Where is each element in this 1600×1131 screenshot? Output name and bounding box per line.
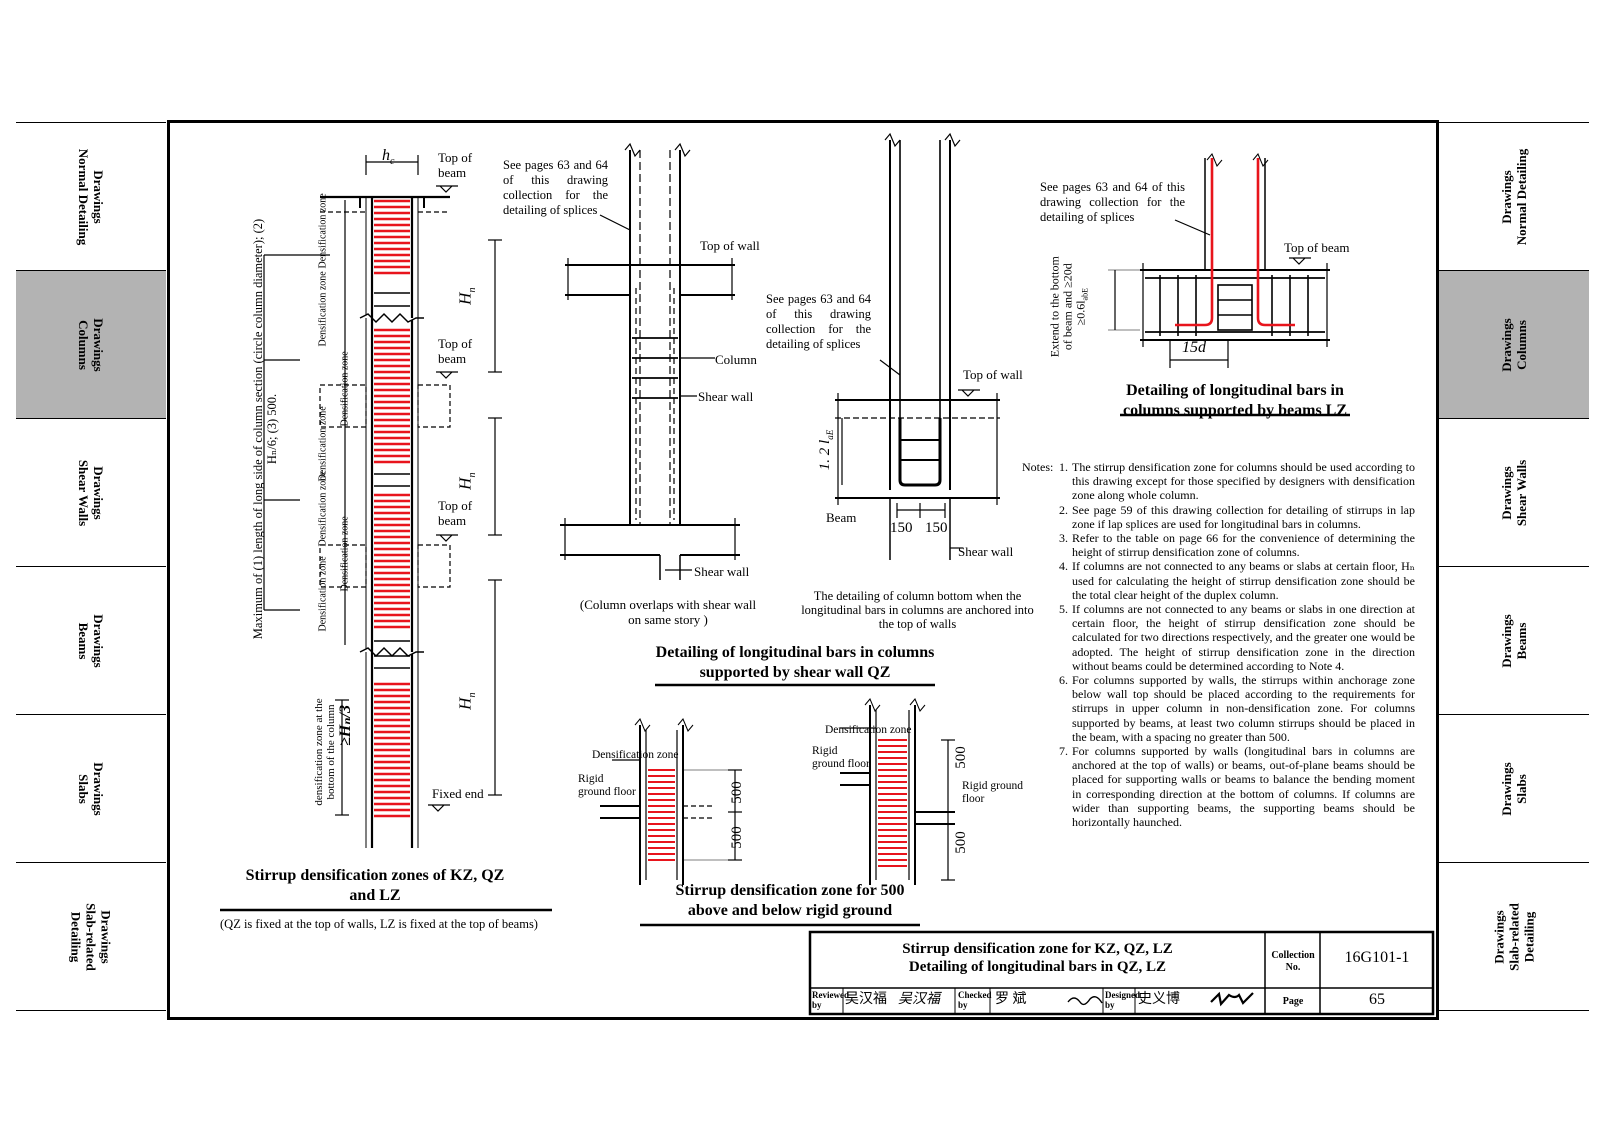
shear-wall-label: Shear wall bbox=[958, 544, 1014, 559]
densification-zone-label: Densification zone bbox=[592, 749, 679, 761]
checked-label: Checked by bbox=[958, 990, 992, 1010]
note-item: 2.See page 59 of this drawing collection… bbox=[1059, 502, 1415, 531]
designer-name: 史义博 bbox=[1138, 992, 1180, 1007]
top-of-beam-label: Top of beam bbox=[1284, 240, 1350, 255]
splice-note: See pages 63 and 64 of this drawing coll… bbox=[1040, 180, 1185, 224]
qz-anchored-diagram bbox=[835, 132, 1000, 560]
stirrups-zone-4 bbox=[374, 682, 410, 818]
qz-overlap-diagram bbox=[560, 142, 740, 580]
top-of-wall-label: Top of wall bbox=[700, 238, 760, 253]
kz-column-diagram bbox=[220, 155, 552, 912]
title-block-lines bbox=[808, 930, 1435, 1016]
beam-label: Beam bbox=[826, 510, 857, 525]
ground-diagram-title: Stirrup densification zone for 500 above… bbox=[675, 882, 905, 919]
stirrups-zone-1 bbox=[374, 199, 410, 275]
hc-label: hc bbox=[382, 147, 395, 168]
designed-label: Designed by bbox=[1105, 990, 1141, 1010]
sheet-title-line: Detailing of longitudinal bars in QZ, LZ bbox=[908, 959, 1167, 975]
sheet-title: Stirrup densification zone for KZ, QZ, L… bbox=[815, 940, 1260, 976]
checker-signature bbox=[1067, 996, 1103, 1006]
shear-wall-label: Shear wall bbox=[698, 389, 754, 404]
checker-name: 罗 斌 bbox=[995, 992, 1027, 1007]
sheet-title-line: Stirrup densification zone for KZ, QZ, L… bbox=[902, 941, 1173, 957]
collection-number: 16G101-1 bbox=[1344, 949, 1410, 966]
dim-15d: 15d bbox=[1182, 339, 1206, 356]
qz-anchored-caption: The detailing of column bottom when the … bbox=[801, 589, 1034, 631]
notes-block: Notes: 1.The stirrup densification zone … bbox=[1022, 460, 1415, 829]
top-of-beam-label: Top of beam bbox=[438, 336, 473, 366]
kz-diagram-title: Stirrup densification zones of KZ, QZ an… bbox=[245, 867, 505, 904]
top-of-beam-label: Top of beam bbox=[438, 150, 473, 180]
top-of-wall-label: Top of wall bbox=[963, 367, 1023, 382]
splice-note: See pages 63 and 64 of this drawing coll… bbox=[503, 158, 608, 217]
top-of-beam-label: Top of beam bbox=[438, 498, 473, 528]
densification-zone-label: Densification zone bbox=[825, 724, 912, 736]
kz-diagram-subtitle: (QZ is fixed at the top of walls, LZ is … bbox=[220, 917, 538, 931]
notes-heading: Notes: bbox=[1022, 460, 1054, 474]
ground-diagram-right bbox=[840, 698, 955, 885]
splice-note: See pages 63 and 64 of this drawing coll… bbox=[766, 292, 871, 351]
note-item: 1.The stirrup densification zone for col… bbox=[1059, 460, 1415, 503]
ground-diagram-left bbox=[600, 718, 742, 885]
lz-beam-diagram bbox=[1108, 153, 1350, 417]
dim-150: 150 bbox=[890, 520, 913, 536]
rigid-ground-floor-label: Rigid ground floor bbox=[812, 745, 870, 770]
reviewer-name: 吴汉福 bbox=[845, 992, 887, 1007]
collection-label: Collection No. bbox=[1271, 950, 1315, 973]
dim-150: 150 bbox=[925, 520, 948, 536]
designer-signature bbox=[1210, 991, 1254, 1007]
fixed-end-label: Fixed end bbox=[432, 786, 484, 801]
rigid-ground-floor-label: Rigid ground floor bbox=[962, 780, 1024, 805]
note-item: 4.If columns are not connected to any be… bbox=[1059, 559, 1415, 602]
reviewer-signature: 吴汉福 bbox=[898, 992, 940, 1007]
column-label: Column bbox=[715, 352, 757, 367]
qz-diagram-title: Detailing of longitudinal bars in column… bbox=[655, 644, 935, 681]
stirrups-zone-3 bbox=[374, 493, 410, 629]
note-item: 6.For columns supported by walls, the st… bbox=[1059, 673, 1415, 744]
note-item: 3.Refer to the table on page 66 for the … bbox=[1059, 531, 1415, 560]
page-number: 65 bbox=[1369, 991, 1385, 1008]
rigid-ground-floor-label: Rigid ground floor bbox=[578, 773, 636, 798]
reviewed-label: Reviewed by bbox=[812, 990, 849, 1010]
stirrups-zone-2 bbox=[374, 328, 410, 464]
drawing-frame bbox=[167, 120, 1439, 1020]
qz-overlap-caption: (Column overlaps with shear wall on same… bbox=[579, 597, 757, 627]
note-item: 7.For columns supported by walls (longit… bbox=[1059, 744, 1415, 830]
shear-wall-label: Shear wall bbox=[694, 564, 750, 579]
page-label: Page bbox=[1282, 996, 1304, 1007]
note-item: 5.If columns are not connected to any be… bbox=[1059, 602, 1415, 673]
lz-diagram-title: Detailing of longitudinal bars in column… bbox=[1122, 382, 1348, 419]
